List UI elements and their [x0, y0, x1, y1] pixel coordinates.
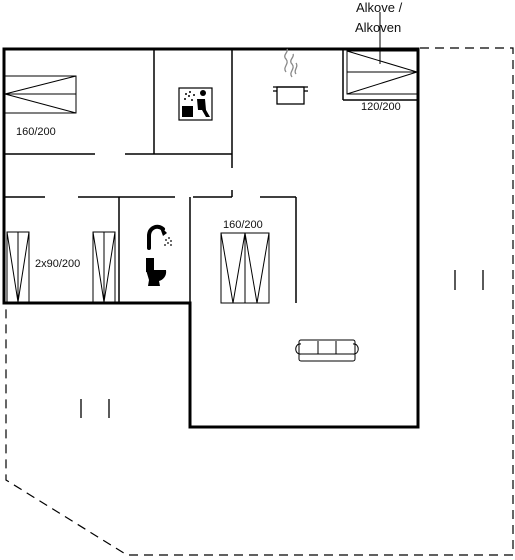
bed-size-label: 2x90/200: [35, 258, 80, 270]
double-bed-icon: [220, 232, 270, 304]
terrace-marker-icon: [80, 399, 110, 418]
double-bed-icon: [4, 75, 77, 114]
sauna-icon: [178, 87, 213, 121]
sofa-icon: [295, 339, 359, 362]
kitchen-pot-icon: [273, 48, 308, 105]
exterior-walls: [2, 47, 420, 429]
bed-size-label: 160/200: [16, 126, 56, 138]
bed-size-label: 120/200: [361, 101, 401, 113]
alcove-label-line2: Alkoven: [355, 20, 401, 35]
interior-walls: [4, 49, 418, 303]
bed-size-label: 160/200: [223, 219, 263, 231]
toilet-icon: [146, 258, 167, 286]
terrace-marker-icon: [454, 270, 484, 290]
terrace-outline: [5, 47, 514, 556]
alcove-bed-icon: [346, 12, 418, 95]
shower-icon: [147, 224, 172, 250]
alcove-label-line1: Alkove /: [356, 0, 403, 15]
twin-bed-icon: [6, 231, 116, 303]
